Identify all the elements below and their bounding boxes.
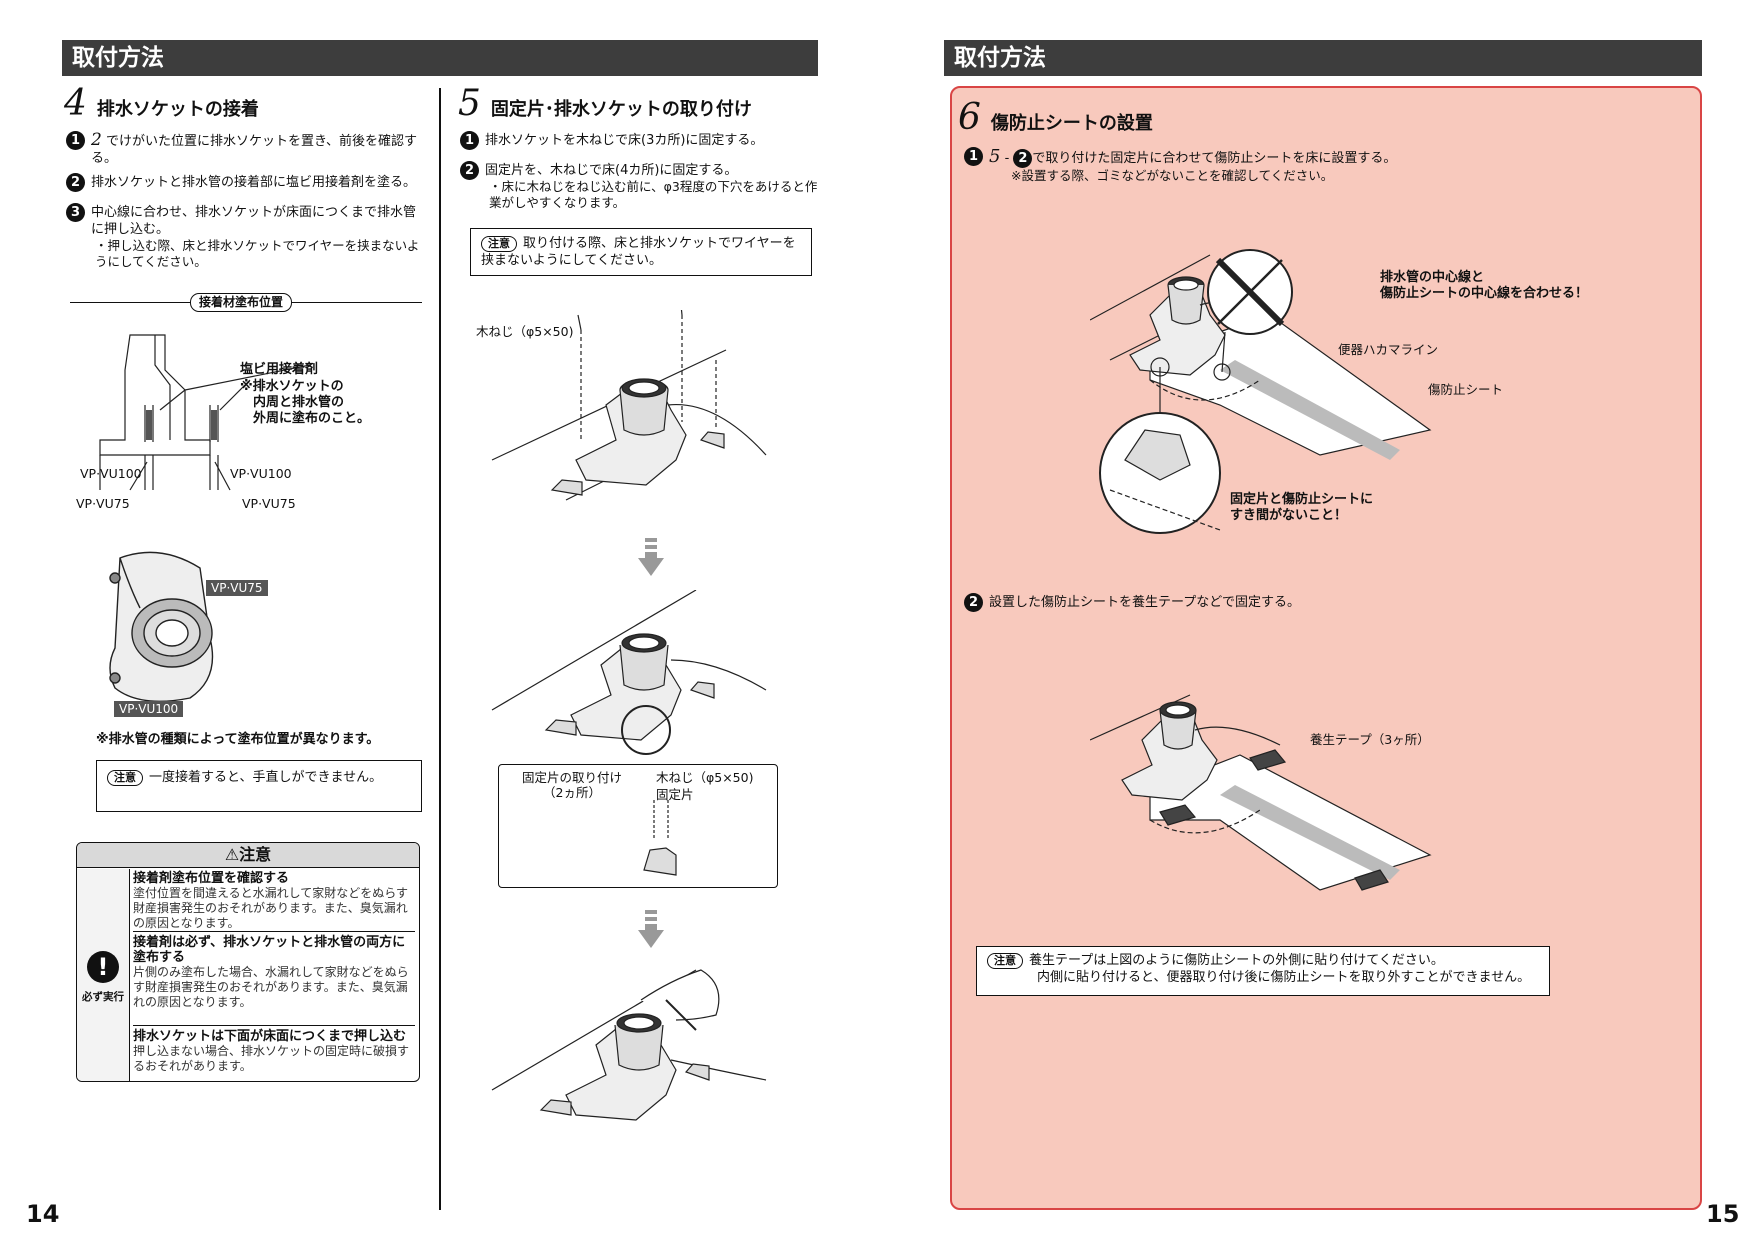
step5-title: 固定片･排水ソケットの取り付け: [490, 99, 752, 120]
step4-caution-note: 注意一度接着すると、手直しができません。: [96, 760, 422, 812]
fixing-detail-box: [498, 764, 778, 888]
adhesive-section-label: 接着材塗布位置: [190, 293, 293, 312]
pipe-label-vpvu75-left: VP·VU75: [76, 496, 130, 511]
fixing-detail-label-3: 固定片: [656, 787, 694, 802]
tape-label: 養生テープ（3ヶ所）: [1310, 732, 1430, 747]
step4-number: 4: [64, 83, 87, 124]
step6-caution-note: 注意養生テープは上図のように傷防止シートの外側に貼り付けてください。 内側に貼り…: [976, 946, 1550, 996]
caution-row-2: 接着剤は必ず、排水ソケットと排水管の両方に塗布する 片側のみ塗布した場合、水漏れ…: [133, 935, 415, 1026]
step4-item-1-text: でけがいた位置に排水ソケットを置き、前後を確認する。: [91, 134, 418, 166]
step5-note-badge: 注意: [481, 236, 517, 252]
step6-mark-1: 1: [964, 147, 983, 166]
fixing-detail-illustration: [643, 800, 677, 876]
pipe-type-note: ※排水管の種類によって塗布位置が異なります。: [96, 732, 380, 747]
caution-row-3: 排水ソケットは下面が床面につくまで押し込む 押し込まない場合、排水ソケットの固定…: [133, 1029, 415, 1074]
step6-item-1-text: で取り付けた固定片に合わせて傷防止シートを床に設置する。: [1032, 151, 1397, 166]
socket-screw-illustration: [491, 310, 767, 501]
callout-centerline: 排水管の中心線と 傷防止シートの中心線を合わせる！: [1380, 270, 1589, 301]
step6-item-2-text: 設置した傷防止シートを養生テープなどで固定する。: [989, 595, 1300, 610]
sheet-placement-illustration: [1090, 249, 1432, 534]
step5-mark-1: 1: [460, 131, 479, 150]
socket-tag-vpvu100: VP·VU100: [114, 701, 184, 717]
step4-item-2-text: 排水ソケットと排水管の接着部に塩ビ用接着剤を塗る。: [91, 175, 417, 190]
socket-tag-vpvu75: VP·VU75: [206, 580, 268, 596]
step5-item-1-text: 排水ソケットを木ねじで床(3カ所)に固定する。: [485, 133, 764, 148]
right-header: 取付方法: [944, 40, 1702, 76]
step5-heading: 5 固定片･排水ソケットの取り付け: [458, 86, 752, 122]
step4-mark-1: 1: [66, 131, 85, 150]
callout-hakama-line: 便器ハカマライン: [1338, 342, 1439, 357]
down-arrow-icon-2: [638, 910, 664, 948]
step6-heading: 6 傷防止シートの設置: [958, 100, 1153, 136]
step4-mark-2: 2: [66, 173, 85, 192]
step6-note-badge: 注意: [987, 953, 1023, 969]
step6-ref-mark: 2: [1013, 149, 1033, 168]
caution-side-label: 必ず実行: [82, 991, 124, 1003]
step5-item-1: 1 排水ソケットを木ねじで床(3カ所)に固定する。: [460, 131, 820, 150]
step4-ref: 2: [91, 130, 102, 150]
page-number-right: 15: [1706, 1200, 1740, 1228]
socket-bottom-view-illustration: [109, 551, 214, 703]
pipe-label-vpvu75-right: VP·VU75: [242, 496, 296, 511]
step6-item-2: 2 設置した傷防止シートを養生テープなどで固定する。: [964, 593, 1564, 612]
step6-mark-2: 2: [964, 593, 983, 612]
fixing-piece-illustration: [491, 590, 767, 755]
step4-item-3: 3 中心線に合わせ、排水ソケットが床面につくまで排水管に押し込む。 ・押し込む際…: [66, 203, 420, 270]
step6-note-line2: 内側に貼り付けると、便器取り付け後に傷防止シートを取り外すことができません。: [1037, 970, 1531, 985]
callout-protect-sheet: 傷防止シート: [1428, 382, 1504, 397]
step4-item-2: 2 排水ソケットと排水管の接着部に塩ビ用接着剤を塗る。: [66, 173, 426, 192]
caution-row-1: 接着剤塗布位置を確認する 塗付位置を間違えると水漏れして家財などをぬらす財産損害…: [133, 871, 415, 932]
caution-row-3-body: 押し込まない場合、排水ソケットの固定時に破損するおそれがあります。: [133, 1044, 410, 1073]
step5-item-2: 2 固定片を、木ねじで床(4カ所)に固定する。 ・床に木ねじをねじ込む前に、φ3…: [460, 161, 828, 211]
tape-fixing-illustration: [1090, 694, 1432, 891]
pipe-label-vpvu100-right: VP·VU100: [230, 466, 292, 481]
step5-caution-note: 注意取り付ける際、床と排水ソケットでワイヤーを挟まないようにしてください。: [470, 228, 812, 276]
caution-row-2-head: 接着剤は必ず、排水ソケットと排水管の両方に塗布する: [133, 935, 406, 965]
step4-title: 排水ソケットの接着: [96, 99, 259, 120]
caution-row-3-head: 排水ソケットは下面が床面につくまで押し込む: [133, 1029, 407, 1044]
caution-panel: ⚠注意 ! 必ず実行 接着剤塗布位置を確認する 塗付位置を間違えると水漏れして家…: [76, 842, 420, 1082]
step4-item-3-text: 中心線に合わせ、排水ソケットが床面につくまで排水管に押し込む。: [91, 205, 417, 237]
step4-note-badge: 注意: [107, 770, 143, 786]
caution-side: ! 必ず実行: [77, 869, 130, 1081]
left-header: 取付方法: [62, 40, 818, 76]
step4-heading: 4 排水ソケットの接着: [64, 86, 259, 122]
screw-label: 木ねじ（φ5×50): [476, 324, 574, 339]
step6-panel: [950, 86, 1702, 1210]
step6-ref-num: 5: [989, 146, 1001, 167]
step6-title: 傷防止シートの設置: [990, 113, 1153, 134]
step4-note-text: 一度接着すると、手直しができません。: [149, 770, 383, 785]
step6-item-1-sub: ※設置する際、ゴミなどがないことを確認してください。: [1011, 168, 1334, 183]
step6-number: 6: [958, 97, 981, 138]
caution-title: ⚠注意: [77, 843, 419, 868]
down-arrow-icon-1: [638, 538, 664, 576]
fixing-detail-label-2: 木ねじ（φ5×50): [656, 770, 754, 785]
step5-item-2-sub: ・床に木ねじをねじ込む前に、φ3程度の下穴をあけると作業がしやすくなります。: [489, 179, 818, 210]
column-divider: [439, 88, 441, 1210]
step5-note-text: 取り付ける際、床と排水ソケットでワイヤーを挟まないようにしてください。: [481, 236, 796, 268]
step5-item-2-text: 固定片を、木ねじで床(4カ所)に固定する。: [485, 163, 738, 178]
fixing-detail-label-1: 固定片の取り付け （2ヵ所）: [522, 770, 623, 800]
caution-row-1-head: 接着剤塗布位置を確認する: [133, 871, 290, 886]
step6-note-line1: 養生テープは上図のように傷防止シートの外側に貼り付けてください。: [1029, 953, 1444, 968]
step4-item-3-sub: ・押し込む際、床と排水ソケットでワイヤーを挟まないようにしてください。: [95, 238, 420, 269]
adhesive-label: 塩ビ用接着剤: [240, 362, 319, 377]
caution-row-1-body: 塗付位置を間違えると水漏れして家財などをぬらす財産損害発生のおそれがあります。ま…: [133, 886, 409, 930]
page-number-left: 14: [26, 1200, 60, 1228]
exclamation-icon: !: [87, 951, 119, 983]
adhesive-note: ※排水ソケットの 内周と排水管の 外周に塗布のこと。: [240, 379, 371, 426]
step5-number: 5: [458, 83, 481, 124]
caution-row-2-body: 片側のみ塗布した場合、水漏れして家財などをぬらす財産損害発生のおそれがあります。…: [133, 965, 409, 1009]
callout-no-gap: 固定片と傷防止シートに すき間がないこと！: [1230, 492, 1374, 523]
step4-mark-3: 3: [66, 203, 85, 222]
step4-item-1: 1 2 でけがいた位置に排水ソケットを置き、前後を確認する。: [66, 130, 422, 167]
socket-press-illustration: [491, 969, 767, 1121]
step5-mark-2: 2: [460, 161, 479, 180]
pipe-cross-section-diagram: [99, 334, 311, 491]
pipe-label-vpvu100-left: VP·VU100: [80, 466, 142, 481]
